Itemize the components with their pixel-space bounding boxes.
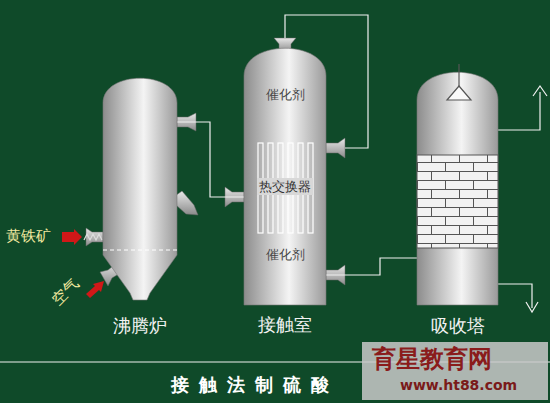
input-arrow xyxy=(86,281,104,298)
vessel-outline xyxy=(417,72,498,305)
input-label: 空气 xyxy=(48,275,83,310)
pipe-connector xyxy=(326,258,417,275)
heat-exchanger: 热交换器 xyxy=(256,143,314,233)
vessel-body xyxy=(103,78,177,300)
input-label: 黄铁矿 xyxy=(6,227,51,246)
vessel-label: 吸收塔 xyxy=(393,314,522,338)
vessel-label: 沸腾炉 xyxy=(79,314,201,338)
vessel-body xyxy=(244,48,326,305)
pipe xyxy=(498,92,540,130)
part-label: 催化剂 xyxy=(220,246,350,264)
contact-chamber: 催化剂催化剂接触室热交换器 xyxy=(244,48,326,305)
bed-line xyxy=(103,250,177,251)
sprayer xyxy=(447,86,471,100)
part-label: 催化剂 xyxy=(220,86,350,104)
watermark: 育星教育网 xyxy=(372,343,492,375)
input-arrow xyxy=(62,229,82,245)
spray-pipe xyxy=(458,64,459,86)
pipe-connector xyxy=(177,122,244,197)
vessel-body xyxy=(417,72,498,305)
watermark-panel xyxy=(362,342,548,400)
part-label: 热交换器 xyxy=(232,178,338,196)
vessel-label: 接触室 xyxy=(220,313,350,337)
packing xyxy=(417,155,498,248)
vessel-outline xyxy=(103,78,177,300)
vessel-outline xyxy=(244,48,326,305)
diagram-title: 接触法制硫酸 xyxy=(150,373,360,397)
arrow-head xyxy=(526,302,538,312)
absorption-tower: 吸收塔 xyxy=(417,72,498,305)
watermark: www.ht88.com xyxy=(400,377,517,393)
boiling-furnace: 沸腾炉 xyxy=(103,78,177,300)
feed-screw xyxy=(84,234,102,240)
arrow-head xyxy=(533,86,547,96)
